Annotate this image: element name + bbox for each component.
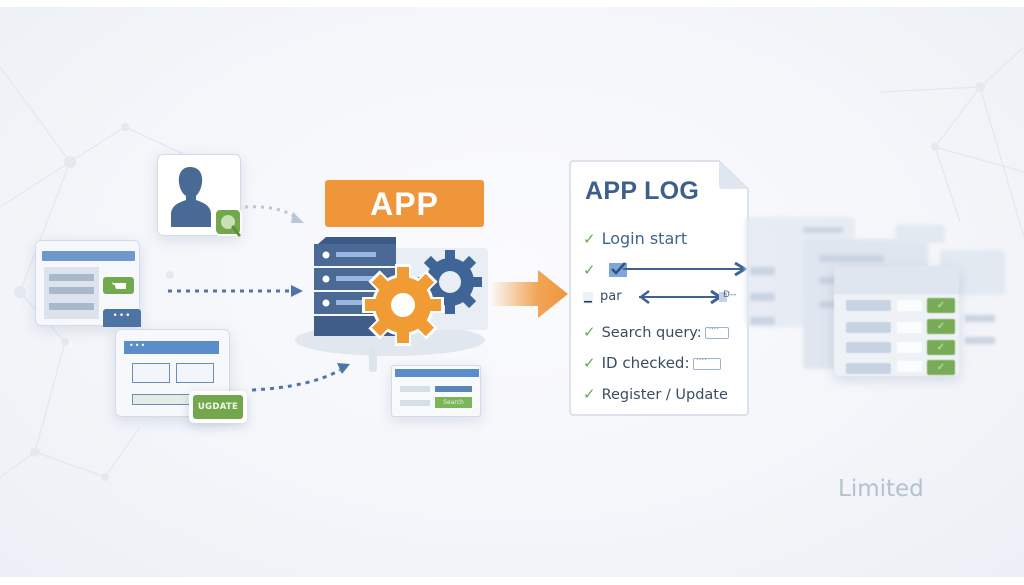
search-titlebar <box>395 369 479 377</box>
diagram-canvas: ••• ••• UGDATE APP <box>0 7 1024 577</box>
log-entry: ✓Search query: <box>583 322 729 341</box>
table-cell <box>897 322 922 333</box>
table-cell <box>846 322 891 333</box>
flow-arrows <box>168 205 350 392</box>
log-entry: ✓Register / Update <box>583 385 728 403</box>
table-cell <box>846 300 891 311</box>
form-window: ••• <box>35 240 141 327</box>
chat-button[interactable] <box>103 277 134 294</box>
form-field <box>49 303 94 310</box>
update-button-card[interactable]: UGDATE <box>189 391 247 423</box>
search-label <box>400 386 430 392</box>
log-entry: ✓ID checked: <box>583 353 721 372</box>
check-icon: ✓ <box>583 354 596 372</box>
checkbox-arrow-icon <box>609 261 747 277</box>
app-log-document: APP LOG ✓Login start ✓ ▁par Ð-- ✓S <box>569 159 750 416</box>
log-entry: ✓ <box>583 261 747 279</box>
search-label <box>400 400 430 406</box>
search-window: Search <box>391 365 481 417</box>
search-input[interactable] <box>435 386 472 392</box>
log-title: APP LOG <box>585 177 700 205</box>
update-form-window: ••• <box>115 329 230 417</box>
row-check-icon: ✓ <box>927 298 955 313</box>
form-field <box>49 274 94 281</box>
table-cell <box>846 363 891 374</box>
check-icon: ✓ <box>583 230 596 248</box>
orange-gear-icon <box>362 264 444 346</box>
server-gears-illustration <box>295 237 488 372</box>
update-button[interactable]: UGDATE <box>193 395 243 419</box>
dash-icon: ▁ <box>583 292 593 304</box>
chat-bubble-icon <box>112 282 126 289</box>
arrowhead-icon <box>291 285 303 297</box>
table-cell <box>846 342 891 353</box>
dotted-arrow-update <box>251 368 341 392</box>
dotted-arrow-user <box>244 205 299 221</box>
arrowhead-icon <box>337 363 350 374</box>
form-input[interactable] <box>132 363 170 383</box>
check-icon: ✓ <box>583 323 596 341</box>
row-check-icon: ✓ <box>927 340 955 355</box>
search-magnifier-icon <box>214 208 242 237</box>
user-silhouette-icon <box>171 167 211 227</box>
blurred-table <box>895 225 945 243</box>
document-paper <box>569 160 749 416</box>
form-titlebar: ••• <box>124 341 219 354</box>
search-button[interactable]: Search <box>435 397 472 408</box>
check-icon: ✓ <box>583 385 596 403</box>
table-cell <box>897 342 922 353</box>
watermark-text: Limited <box>838 476 924 502</box>
table-cell <box>897 300 922 311</box>
log-entry: ✓Login start <box>583 229 688 248</box>
form-titlebar <box>42 251 135 261</box>
form-field <box>49 287 94 294</box>
result-table: ✓ ✓ ✓ ✓ <box>834 266 959 376</box>
log-entry: ▁par Ð-- <box>583 289 736 305</box>
row-check-icon: ✓ <box>927 360 955 375</box>
orange-flow-arrow-icon <box>490 270 568 318</box>
user-profile-card <box>157 154 242 237</box>
row-check-icon: ✓ <box>927 319 955 334</box>
double-arrow-icon <box>639 289 727 305</box>
app-banner: APP <box>325 180 484 227</box>
arrowhead-icon <box>291 212 304 223</box>
network-background <box>0 46 1024 481</box>
more-button[interactable]: ••• <box>103 309 141 327</box>
check-icon: ✓ <box>583 261 596 279</box>
blank-value-field <box>704 322 729 339</box>
blank-value-field <box>692 353 721 370</box>
table-header <box>834 266 959 294</box>
form-input[interactable] <box>176 363 214 383</box>
table-cell <box>897 361 922 372</box>
